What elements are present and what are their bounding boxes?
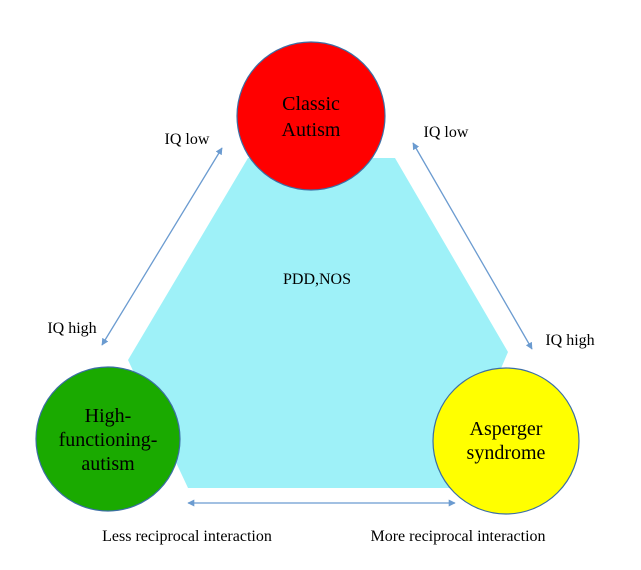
asperger-label-line2: syndrome (467, 442, 546, 464)
more-reciprocal-label: More reciprocal interaction (370, 528, 545, 545)
less-reciprocal-label: Less reciprocal interaction (102, 528, 272, 545)
left-iq-low-label: IQ low (165, 131, 210, 148)
asperger-syndrome-node (432, 367, 580, 515)
pdd-nos-label: PDD,NOS (283, 271, 351, 288)
classic-autism-label-line2: Autism (282, 119, 341, 141)
left-iq-high-label: IQ high (47, 320, 96, 337)
high-functioning-label-line2: functioning- (59, 429, 158, 451)
high-functioning-autism-node (35, 366, 181, 512)
classic-autism-label-line1: Classic (282, 93, 340, 115)
high-functioning-label-line1: High- (85, 405, 132, 427)
left-double-arrow (101, 147, 223, 346)
right-double-arrow (412, 142, 533, 350)
right-iq-high-label: IQ high (545, 332, 594, 349)
high-functioning-label-line3: autism (81, 453, 135, 475)
asperger-label-line1: Asperger (470, 418, 543, 440)
classic-autism-node (236, 41, 386, 191)
right-iq-low-label: IQ low (424, 124, 469, 141)
